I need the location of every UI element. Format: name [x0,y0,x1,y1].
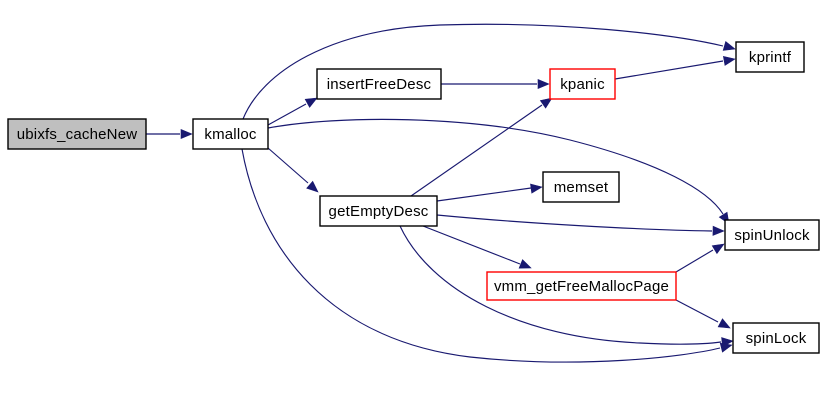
node-box-spinUnlock[interactable] [724,219,820,251]
node-label-insertFreeDesc: insertFreeDesc [327,76,432,93]
node-label-kpanic: kpanic [560,76,605,93]
edge-getEmptyDesc-to-vmm_getFreeMallocPage [422,225,521,265]
node-label-spinLock: spinLock [746,330,807,347]
edge-kmalloc-to-spinLock [241,148,721,363]
edge-layer [146,23,736,363]
node-layer: ubixfs_cacheNew kmalloc insertFreeDesc kpan… [7,41,820,354]
node-spinLock[interactable]: spinLock [732,322,820,354]
edge-getEmptyDesc-to-spinLock [399,225,722,345]
edge-getEmptyDesc-to-kpanic [410,104,543,197]
node-kmalloc[interactable]: kmalloc [192,118,269,150]
node-box-kmalloc[interactable] [192,118,269,150]
node-box-kpanic[interactable] [549,68,616,100]
arrowhead-kmalloc-to-getEmptyDesc [306,180,319,193]
node-ubixfs_cacheNew[interactable]: ubixfs_cacheNew [7,118,147,150]
arrowhead-kmalloc-to-insertFreeDesc [304,97,318,108]
edge-vmm_getFreeMallocPage-to-spinLock [675,299,719,323]
node-label-kmalloc: kmalloc [204,126,257,143]
arrowhead-kmalloc-to-kprintf [722,41,736,51]
edge-vmm_getFreeMallocPage-to-spinUnlock [675,249,714,273]
arrowhead-kmalloc-to-spinLock [719,342,733,353]
node-box-ubixfs_cacheNew[interactable] [7,118,147,150]
node-box-kprintf[interactable] [735,41,805,73]
arrowhead-getEmptyDesc-to-vmm_getFreeMallocPage [518,259,532,269]
node-getEmptyDesc[interactable]: getEmptyDesc [319,195,438,227]
arrowhead-getEmptyDesc-to-memset [530,183,543,194]
arrowhead-ubixfs_cacheNew-to-kmalloc [180,128,193,140]
arrowhead-getEmptyDesc-to-spinUnlock [712,225,725,236]
node-insertFreeDesc[interactable]: insertFreeDesc [316,68,442,100]
edge-getEmptyDesc-to-spinUnlock [436,214,713,232]
edge-kmalloc-to-kprintf [242,23,724,120]
node-label-spinUnlock: spinUnlock [734,227,810,244]
node-label-ubixfs_cacheNew: ubixfs_cacheNew [17,126,138,143]
arrowhead-kpanic-to-kprintf [722,55,736,66]
arrowhead-insertFreeDesc-to-kpanic [537,78,550,90]
arrowhead-getEmptyDesc-to-kpanic [539,97,553,109]
arrowhead-vmm_getFreeMallocPage-to-spinUnlock [711,243,725,255]
edge-kmalloc-to-insertFreeDesc [267,103,307,126]
node-box-spinLock[interactable] [732,322,820,354]
node-label-getEmptyDesc: getEmptyDesc [329,203,429,220]
node-label-kprintf: kprintf [749,49,792,66]
arrowhead-vmm_getFreeMallocPage-to-spinLock [717,318,731,329]
node-kpanic[interactable]: kpanic [549,68,616,100]
node-box-getEmptyDesc[interactable] [319,195,438,227]
edge-kmalloc-to-getEmptyDesc [267,147,309,184]
node-kprintf[interactable]: kprintf [735,41,805,73]
node-vmm_getFreeMallocPage[interactable]: vmm_getFreeMallocPage [486,271,677,301]
edge-kmalloc-to-spinUnlock [267,118,724,215]
edge-kpanic-to-kprintf [614,60,724,80]
node-box-insertFreeDesc[interactable] [316,68,442,100]
edge-getEmptyDesc-to-memset [436,187,532,202]
node-memset[interactable]: memset [542,171,620,203]
node-spinUnlock[interactable]: spinUnlock [724,219,820,251]
node-box-vmm_getFreeMallocPage[interactable] [486,271,677,301]
node-box-memset[interactable] [542,171,620,203]
node-label-memset: memset [554,179,609,196]
node-label-vmm_getFreeMallocPage: vmm_getFreeMallocPage [494,278,669,295]
